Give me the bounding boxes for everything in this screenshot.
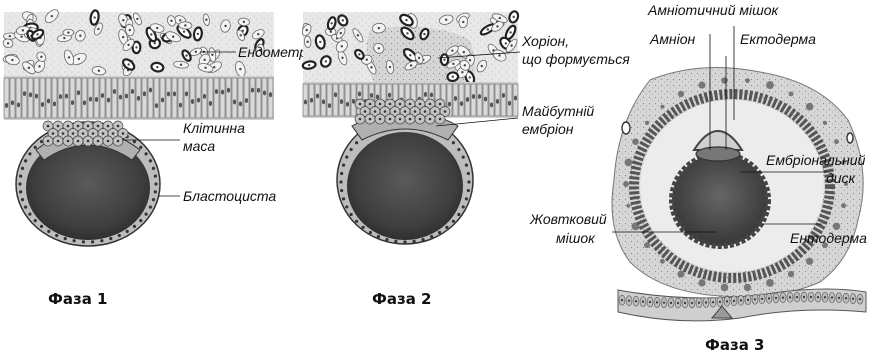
label-future-embryo-line1: Майбутній bbox=[522, 103, 594, 119]
label-chorion-line1: Хоріон, bbox=[521, 33, 569, 49]
phase1-endometrium-tissue bbox=[2, 7, 274, 120]
label-amniotic-sac: Амніотичний мішок bbox=[647, 2, 780, 18]
phase2-illustration: Хоріон, що формується Майбутній ембріон … bbox=[301, 10, 631, 308]
phase3-embryonic-disc bbox=[696, 147, 740, 161]
label-cell-mass-line2: маса bbox=[183, 138, 215, 154]
phase1-title: Фаза 1 bbox=[48, 290, 108, 308]
label-embryonic-disc-line1: Ембріональний bbox=[766, 152, 866, 168]
phase1-illustration: Ендометрій Клітинна маса Бластоциста Фаз… bbox=[2, 7, 318, 308]
label-embryonic-disc-line2: диск bbox=[826, 170, 857, 186]
phase3-title: Фаза 3 bbox=[705, 336, 765, 354]
label-ectoderm: Ектодерма bbox=[740, 31, 816, 47]
phase2-blastocyst bbox=[337, 99, 473, 244]
phase2-title: Фаза 2 bbox=[372, 290, 432, 308]
label-yolk-sac-line2: мішок bbox=[556, 230, 596, 246]
label-future-embryo-line2: ембріон bbox=[522, 121, 574, 137]
label-amnion: Амніон bbox=[649, 31, 696, 47]
label-yolk-sac-line1: Жовтковий bbox=[529, 211, 607, 227]
label-endoderm: Ентодерма bbox=[790, 230, 867, 246]
label-cell-mass-line1: Клітинна bbox=[183, 120, 245, 136]
label-chorion-line2: що формується bbox=[522, 51, 630, 67]
label-blastocyst: Бластоциста bbox=[183, 188, 276, 204]
